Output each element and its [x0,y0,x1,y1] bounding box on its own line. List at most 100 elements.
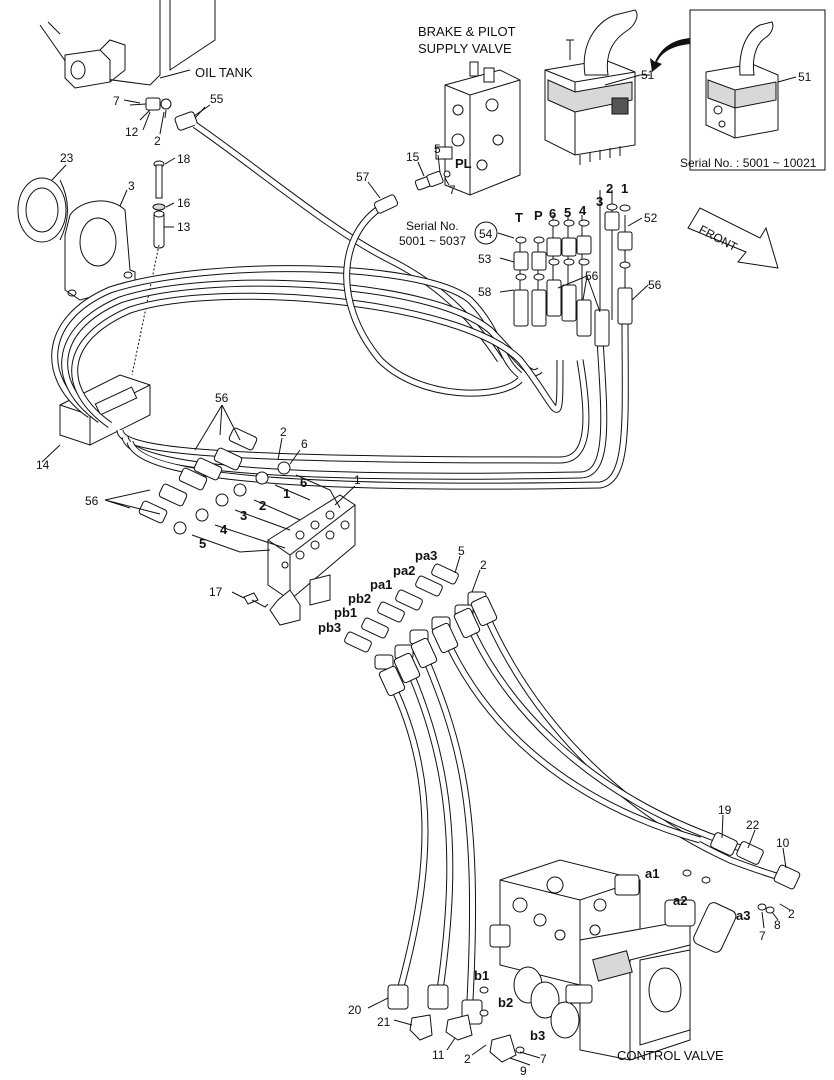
gasket-ring-23 [17,177,68,243]
hose-ends-control [387,832,801,1063]
joystick-port-fittings [513,190,633,347]
callout-8: 8 [774,918,781,932]
control-valve-caption: CONTROL VALVE [617,1048,724,1063]
callout-1: 1 [354,473,361,487]
port-pb1-label: pb1 [334,605,357,620]
port-pa1-label: pa1 [370,577,392,592]
port-1-label: 1 [621,181,628,196]
port-3-label: 3 [596,194,603,209]
callout-7-a: 7 [113,94,120,108]
port-6-label: 6 [549,206,556,221]
callout-5-a: 5 [434,142,441,156]
callout-51-b: 51 [798,70,812,84]
hose-label-3: 3 [240,508,247,523]
callout-11: 11 [432,1048,445,1062]
washer-16 [152,203,166,211]
spacer-13 [153,210,165,249]
port-a2-label: a2 [673,893,687,908]
port-pb2-label: pb2 [348,591,371,606]
callout-7-c: 7 [759,929,766,943]
valve-fittings-15-5-7 [414,170,451,191]
brake-pilot-supply-valve [435,61,521,196]
callout-2-e: 2 [464,1052,471,1066]
tank-fittings [129,97,206,131]
callout-5-b: 5 [458,544,465,558]
front-arrow: FRONT [687,207,779,269]
hose-label-1: 1 [283,486,290,501]
callout-20: 20 [348,1003,362,1017]
bolt-18 [153,160,165,199]
callout-22: 22 [746,818,760,832]
oil-tank-caption: OIL TANK [195,65,253,80]
callout-15: 15 [406,150,420,164]
callout-7-d: 7 [540,1052,547,1066]
oil-tank: OIL TANK [39,0,253,89]
long-hoses-to-control-valve [378,595,791,1001]
port-pa3-label: pa3 [415,548,437,563]
callout-56-a: 56 [585,269,599,283]
port-pb3-label: pb3 [318,620,341,635]
callout-14: 14 [36,458,50,472]
hose-label-2: 2 [259,498,266,513]
callout-19: 19 [718,803,732,817]
callout-54: 54 [479,227,493,241]
callout-2-c: 2 [480,558,487,572]
port-b1-label: b1 [474,968,489,983]
callout-7-b: 7 [449,183,456,197]
control-valve [489,859,737,1061]
callout-2-b: 2 [280,425,287,439]
hose-57 [343,194,523,397]
callout-56-d: 56 [85,494,99,508]
callout-13: 13 [177,220,191,234]
port-2-label: 2 [606,181,613,196]
callout-12: 12 [125,125,139,139]
port-a3-label: a3 [736,908,750,923]
hose-55 [193,122,503,362]
hose-label-5: 5 [199,536,206,551]
port-4-label: 4 [579,203,587,218]
plate-left-fittings [138,427,341,553]
serial-mid-1: Serial No. [406,219,459,233]
serial-caption-top: Serial No. : 5001 ~ 10021 [680,156,817,170]
callout-9: 9 [520,1064,527,1078]
callout-2-a: 2 [154,134,161,148]
hose-label-6: 6 [300,475,307,490]
port-P-label: P [534,208,543,223]
port-b2-label: b2 [498,995,513,1010]
callout-21: 21 [377,1015,391,1029]
pilot-joystick-51 [544,9,638,165]
callout-6: 6 [301,437,308,451]
port-a1-label: a1 [645,866,659,881]
callout-3: 3 [128,179,135,193]
callout-55: 55 [210,92,224,106]
port-T-label: T [515,210,523,225]
serial-inset-box: Serial No. : 5001 ~ 10021 [680,9,826,171]
callout-56-b: 56 [648,278,662,292]
callout-58: 58 [478,285,492,299]
callout-16: 16 [177,196,191,210]
callout-53: 53 [478,252,492,266]
hose-label-4: 4 [220,522,228,537]
port-pa2-label: pa2 [393,563,415,578]
mounting-plate-1 [267,494,356,626]
brake-valve-caption-1: BRAKE & PILOT [418,24,516,39]
callout-17: 17 [209,585,223,599]
bracket-3 [64,200,136,301]
callout-18: 18 [177,152,191,166]
port-b3-label: b3 [530,1028,545,1043]
port-5-label: 5 [564,205,571,220]
port-PL-label: PL [455,156,472,171]
callout-2-d: 2 [788,907,795,921]
callout-10: 10 [776,836,790,850]
bolt-17 [243,592,269,608]
callout-52: 52 [644,211,658,225]
callout-56-c: 56 [215,391,229,405]
callout-57: 57 [356,170,370,184]
inset-arrow [650,38,690,72]
leader-lines [41,74,797,1066]
brake-valve-caption-2: SUPPLY VALVE [418,41,512,56]
callout-23: 23 [60,151,74,165]
callout-51-a: 51 [641,68,655,82]
hose-bundle [51,265,629,490]
